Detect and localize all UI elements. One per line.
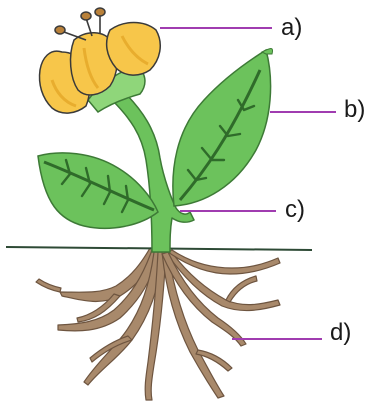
label-a: a) (281, 16, 302, 40)
roots (36, 248, 280, 400)
label-b: b) (344, 98, 365, 122)
label-d: d) (330, 321, 351, 345)
label-c: c) (285, 198, 305, 222)
left-leaf (38, 153, 158, 228)
right-leaf (173, 49, 273, 207)
